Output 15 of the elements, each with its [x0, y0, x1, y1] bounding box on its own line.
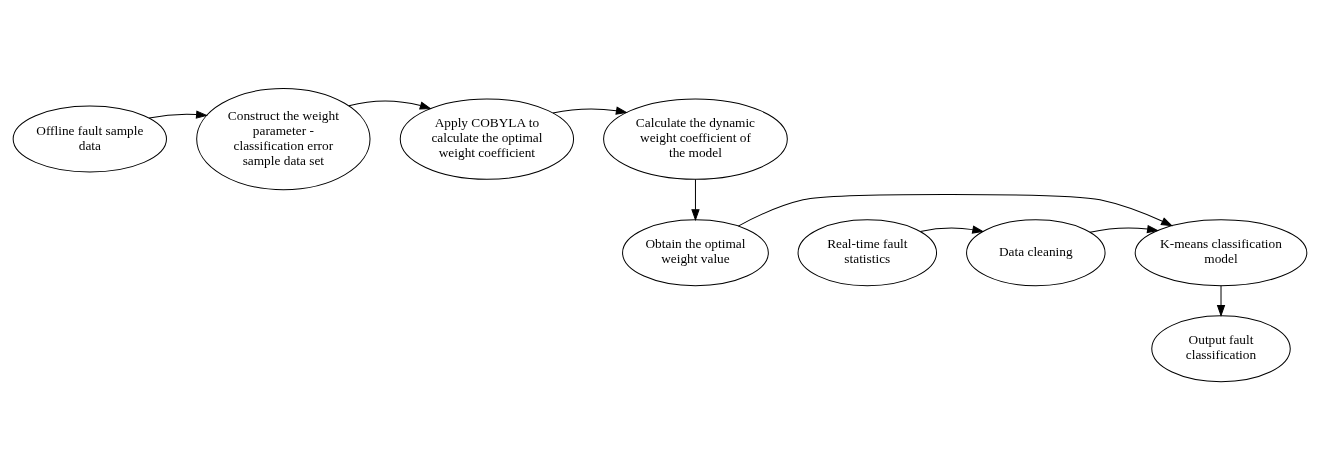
- node-ellipse: Calculate the dynamic weight coefficient of the model: [603, 97, 788, 180]
- arrow: [148, 110, 208, 119]
- arrow: [737, 193, 1173, 227]
- arrow: [1089, 224, 1159, 233]
- node-ellipse: Offline fault sample data: [12, 105, 167, 172]
- arrow: [552, 106, 627, 115]
- node-ellipse: Real-time fault statistics: [797, 218, 938, 286]
- node-ellipse: Data cleaning: [966, 218, 1106, 286]
- node-ellipse: Output fault classification: [1151, 314, 1291, 382]
- arrow: [691, 178, 700, 220]
- arrow: [348, 100, 431, 110]
- arrow: [919, 225, 984, 234]
- node-ellipse: Apply COBYLA to calculate the optimal weight coefficient: [399, 97, 575, 180]
- node-ellipse: Obtain the optimal weight value: [622, 218, 769, 286]
- arrow: [1217, 284, 1225, 316]
